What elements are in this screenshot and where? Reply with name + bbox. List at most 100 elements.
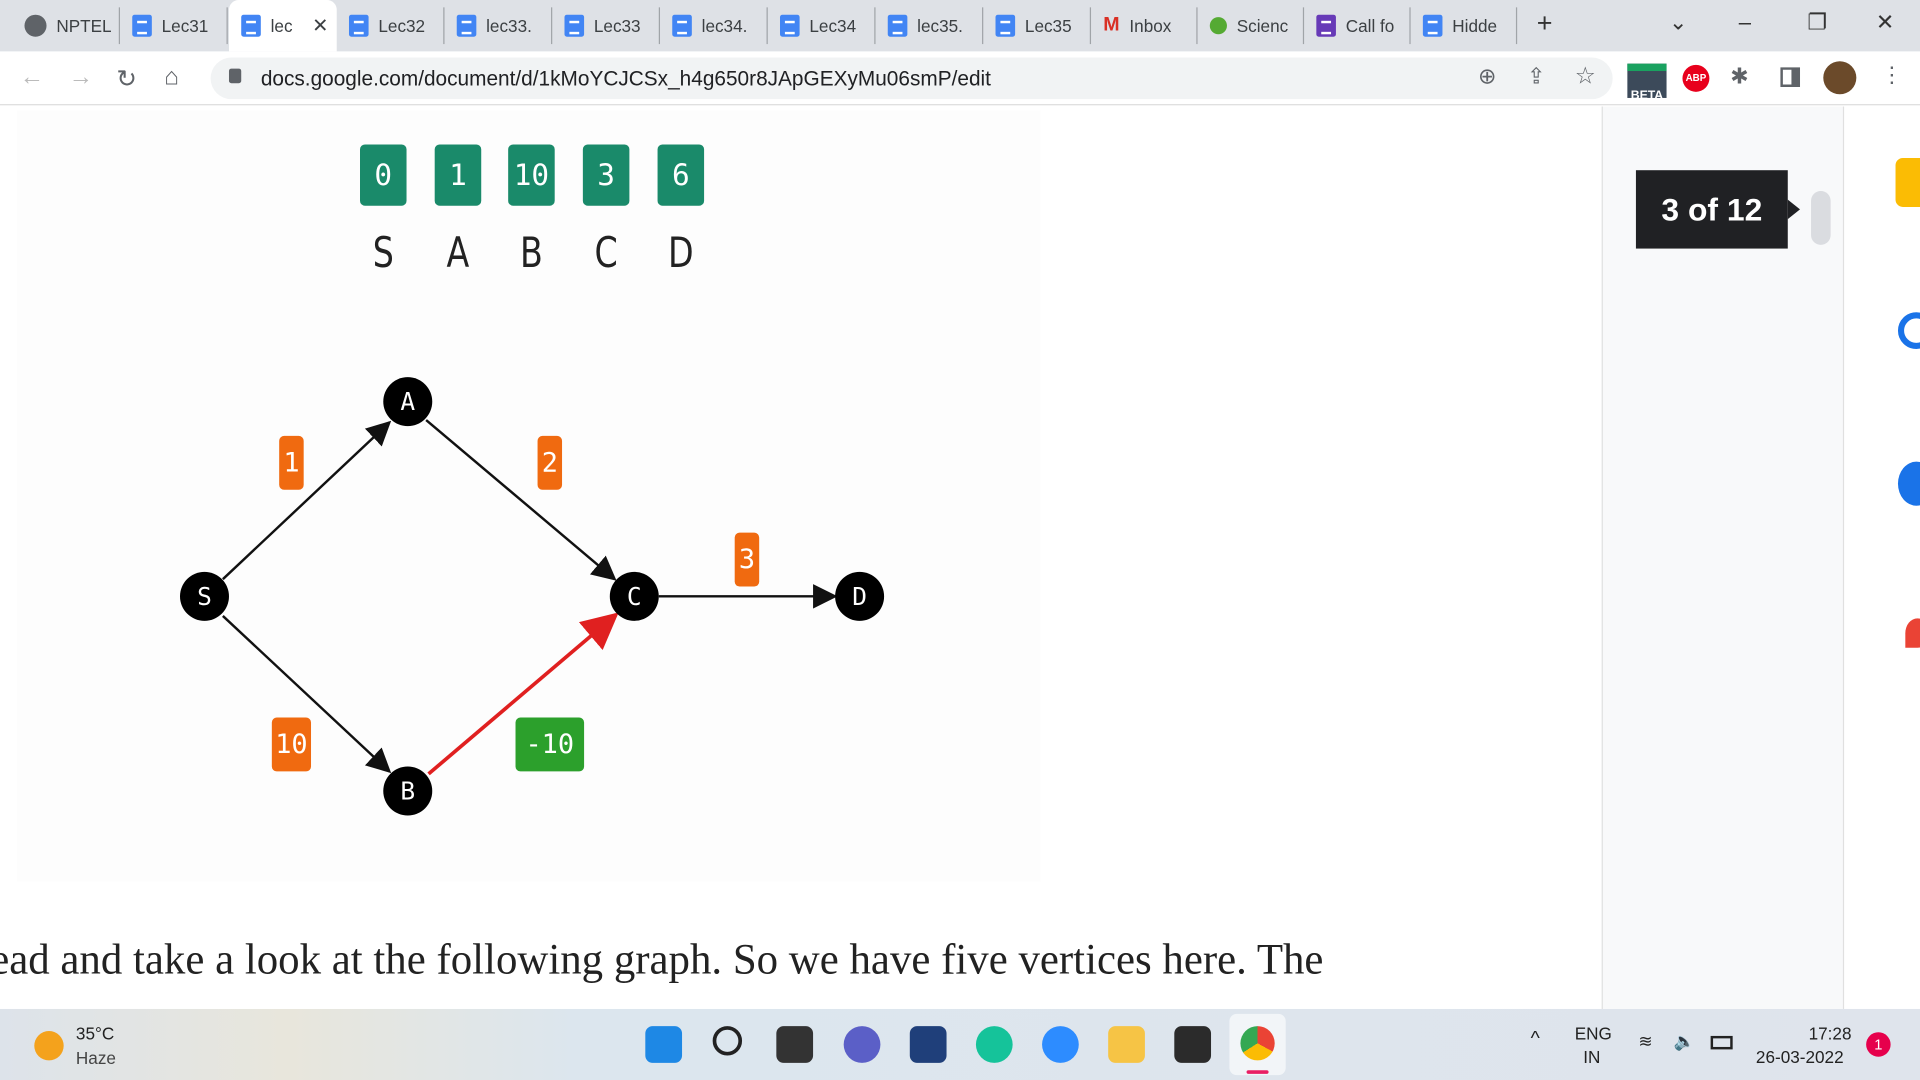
beta-extension-icon[interactable]: BETA xyxy=(1627,63,1667,103)
tab-call-for[interactable]: Call fo xyxy=(1304,7,1411,45)
extensions-puzzle-icon[interactable]: ✱ xyxy=(1730,63,1749,89)
home-icon[interactable]: ⌂ xyxy=(164,63,179,91)
graph-node-S: S xyxy=(180,571,229,621)
docs-icon xyxy=(132,14,152,37)
tab-lec34b[interactable]: Lec34 xyxy=(768,7,876,45)
tab-lec35b[interactable]: Lec35 xyxy=(983,7,1092,45)
edge-weight-A-C: 2 xyxy=(537,435,563,490)
profile-avatar[interactable] xyxy=(1823,61,1857,95)
tray-overflow-chevron-icon[interactable]: ^ xyxy=(1530,1028,1540,1050)
docs-icon xyxy=(1422,14,1443,37)
forms-icon xyxy=(1316,14,1336,37)
weather-temp[interactable]: 35°C xyxy=(75,1023,115,1044)
graph-node-D: D xyxy=(835,571,885,621)
distance-vertex-label-A: A xyxy=(446,228,470,278)
clock-date[interactable]: 26-03-2022 xyxy=(1755,1046,1844,1067)
notification-badge[interactable]: 1 xyxy=(1866,1032,1891,1057)
address-bar[interactable]: docs.google.com/document/d/1kMoYCJCSx_h4… xyxy=(210,57,1613,100)
url-text[interactable]: docs.google.com/document/d/1kMoYCJCSx_h4… xyxy=(260,67,991,91)
edge-weight-S-B: 10 xyxy=(271,717,312,772)
gmail-icon: M xyxy=(1103,14,1120,36)
edge-weight-B-C: -10 xyxy=(515,717,585,772)
region-indicator[interactable]: IN xyxy=(1583,1046,1601,1067)
side-panel-icon[interactable] xyxy=(1780,67,1801,87)
task-view-icon[interactable] xyxy=(776,1026,814,1063)
docs-icon xyxy=(887,14,908,37)
edge-b-c xyxy=(427,612,619,776)
graph-node-B: B xyxy=(383,766,433,816)
tab-lec32[interactable]: Lec32 xyxy=(337,7,445,45)
search-icon[interactable] xyxy=(712,1026,743,1056)
keep-icon[interactable] xyxy=(1895,157,1920,207)
weather-sun-icon[interactable] xyxy=(34,1031,64,1061)
tab-lec33b[interactable]: Lec33 xyxy=(552,7,661,45)
tab-search-chevron-icon[interactable]: ⌄ xyxy=(1668,9,1688,35)
docs-icon xyxy=(456,14,477,37)
sticky-notes-icon[interactable] xyxy=(1174,1026,1212,1063)
tab-lec34a[interactable]: lec34. xyxy=(660,7,768,45)
docs-icon xyxy=(241,14,261,37)
distance-vertex-label-S: S xyxy=(372,228,394,278)
close-window-icon[interactable]: ✕ xyxy=(1875,9,1895,35)
scrollbar-thumb[interactable] xyxy=(1811,191,1831,245)
store-icon[interactable] xyxy=(909,1026,947,1063)
zoom-icon[interactable]: ⊕ xyxy=(1477,63,1497,89)
tab-bar: NPTEL Lec31 lec✕ Lec32 lec33. Lec33 lec3… xyxy=(0,0,1920,52)
document-body-text: ead and take a look at the following gra… xyxy=(0,935,1324,984)
graph-figure xyxy=(17,110,1041,882)
graph-node-A: A xyxy=(383,377,433,427)
grammarly-icon[interactable] xyxy=(975,1026,1013,1063)
adblock-icon[interactable]: ABP xyxy=(1682,64,1710,92)
share-icon[interactable]: ⇪ xyxy=(1526,63,1546,89)
menu-kebab-icon[interactable]: ⋮ xyxy=(1880,62,1903,87)
minimize-icon[interactable]: – xyxy=(1738,9,1752,35)
bookmark-star-icon[interactable]: ☆ xyxy=(1574,63,1596,90)
docs-icon xyxy=(995,14,1016,37)
wifi-icon[interactable]: ≋ xyxy=(1638,1031,1653,1051)
clock-time[interactable]: 17:28 xyxy=(1808,1023,1852,1044)
edge-weight-S-A: 1 xyxy=(279,435,304,490)
distance-vertex-label-D: D xyxy=(667,228,694,278)
teams-chat-icon[interactable] xyxy=(843,1026,881,1063)
tab-lec-active[interactable]: lec✕ xyxy=(228,0,337,52)
language-indicator[interactable]: ENG xyxy=(1574,1023,1612,1044)
distance-value-B: 10 xyxy=(508,144,555,206)
close-tab-icon[interactable]: ✕ xyxy=(312,15,329,37)
docs-icon xyxy=(564,14,585,37)
zoom-app-icon[interactable] xyxy=(1042,1026,1079,1063)
tab-lec31[interactable]: Lec31 xyxy=(120,7,228,45)
maps-icon[interactable] xyxy=(1905,618,1920,648)
tab-lec33a[interactable]: lec33. xyxy=(444,7,553,45)
distance-vertex-label-B: B xyxy=(519,228,543,278)
page-counter-tooltip: 3 of 12 xyxy=(1635,170,1801,249)
reload-icon[interactable]: ↻ xyxy=(116,66,137,94)
edge-weight-C-D: 3 xyxy=(734,532,760,587)
docs-icon xyxy=(348,14,369,37)
chrome-taskbar-button[interactable] xyxy=(1229,1013,1286,1076)
distance-value-S: 0 xyxy=(360,144,407,206)
right-margin-panel xyxy=(1601,106,1843,1009)
forward-icon[interactable]: → xyxy=(68,63,94,91)
windows-start-icon[interactable] xyxy=(645,1026,683,1063)
tab-nptel[interactable]: NPTEL xyxy=(12,7,121,45)
contacts-icon[interactable] xyxy=(1897,461,1920,506)
restore-icon[interactable]: ❐ xyxy=(1807,9,1828,35)
weather-condition[interactable]: Haze xyxy=(75,1048,116,1068)
battery-icon[interactable] xyxy=(1710,1035,1733,1050)
tasks-icon[interactable] xyxy=(1897,312,1920,349)
file-explorer-icon[interactable] xyxy=(1108,1026,1145,1063)
science-icon xyxy=(1209,17,1227,35)
toolbar: ← → ↻ ⌂ docs.google.com/document/d/1kMoY… xyxy=(0,51,1920,106)
new-tab-icon[interactable]: + xyxy=(1536,7,1553,38)
tab-lec35a[interactable]: lec35. xyxy=(876,7,984,45)
distance-value-A: 1 xyxy=(434,144,482,206)
back-icon[interactable]: ← xyxy=(19,63,45,91)
volume-icon[interactable]: 🔈 xyxy=(1673,1031,1696,1051)
side-apps-strip xyxy=(1842,106,1920,1009)
docs-icon xyxy=(672,14,692,37)
tab-hidden[interactable]: Hidde xyxy=(1411,7,1518,45)
tab-science[interactable]: Scienc xyxy=(1198,7,1305,45)
edge-s-a xyxy=(222,420,392,581)
